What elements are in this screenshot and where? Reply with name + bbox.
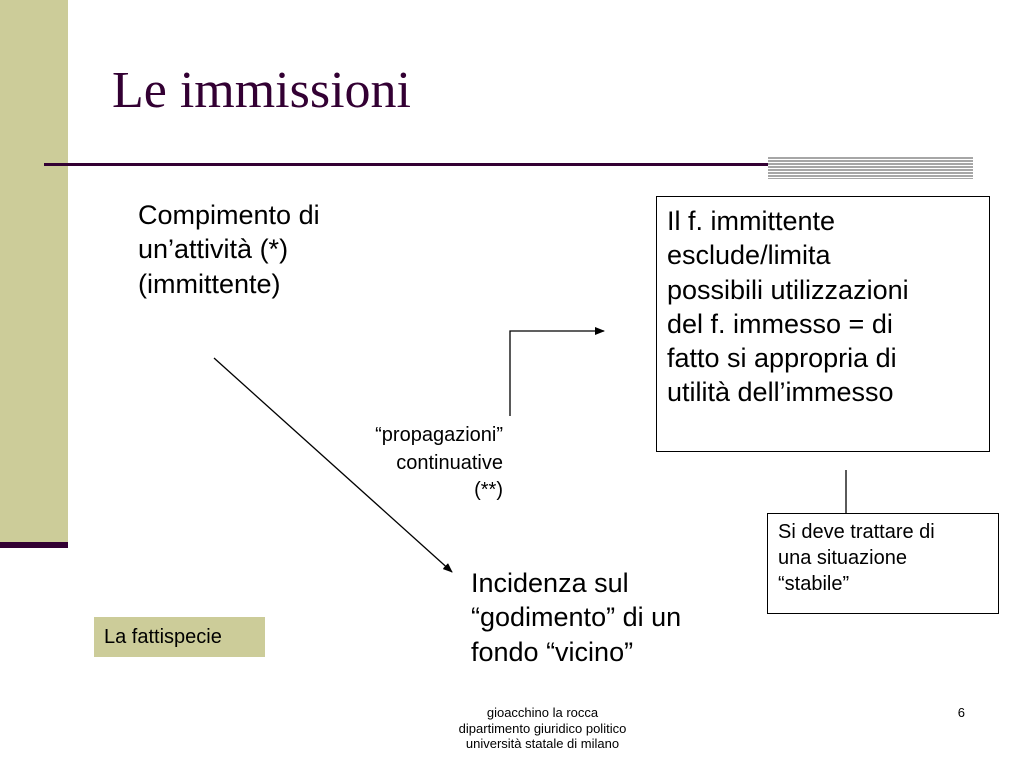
propagation-line: “propagazioni” [375,424,503,446]
title-rule [44,163,776,166]
activity-line: Compimento di [138,200,320,230]
title-rule-striped [768,157,973,179]
stable-line: una situazione [778,547,907,569]
slide-title: Le immissioni [112,62,411,119]
elbow-arrow [509,327,605,416]
propagation-line: continuative [396,451,503,474]
incidence-line: “godimento” di un [471,602,682,633]
activity-line: un’attività (*) [138,234,289,265]
stable-line: Si deve trattare di [778,521,935,543]
left-accent-band [0,0,68,545]
diagonal-arrow [213,357,453,573]
footer-line: gioacchino la rocca [486,705,599,720]
footer-credits: gioacchino la rocca dipartimento giuridi… [420,705,665,752]
stable-line: “stabile” [778,573,850,595]
stable-box: Si deve trattare di una situazione “stab… [767,513,999,614]
propagation-line: (**) [474,479,503,502]
result-line: possibili utilizzazioni [667,274,909,305]
propagation-text: “propagazioni” continuative (**) [300,422,503,505]
page-number: 6 [957,705,965,720]
result-line: Il f. immittente [667,206,836,236]
incidence-line: Incidenza sul [471,568,629,598]
result-line: utilità dell’immesso [667,377,894,408]
incidence-text: Incidenza sul “godimento” di un fondo “v… [471,566,681,669]
result-line: fatto si appropria di [667,343,897,374]
result-line: esclude/limita [667,240,831,271]
fattispecie-label: La fattispecie [94,617,265,657]
activity-line: (immittente) [138,268,281,299]
incidence-line: fondo “vicino” [471,636,634,667]
footer-line: università statale di milano [465,736,620,752]
left-accent-rule [0,542,68,548]
footer-line: dipartimento giuridico politico [458,720,627,736]
result-box: Il f. immittente esclude/limita possibil… [656,196,990,452]
result-line: del f. immesso = di [667,308,893,339]
activity-text: Compimento di un’attività (*) (immittent… [138,198,320,301]
